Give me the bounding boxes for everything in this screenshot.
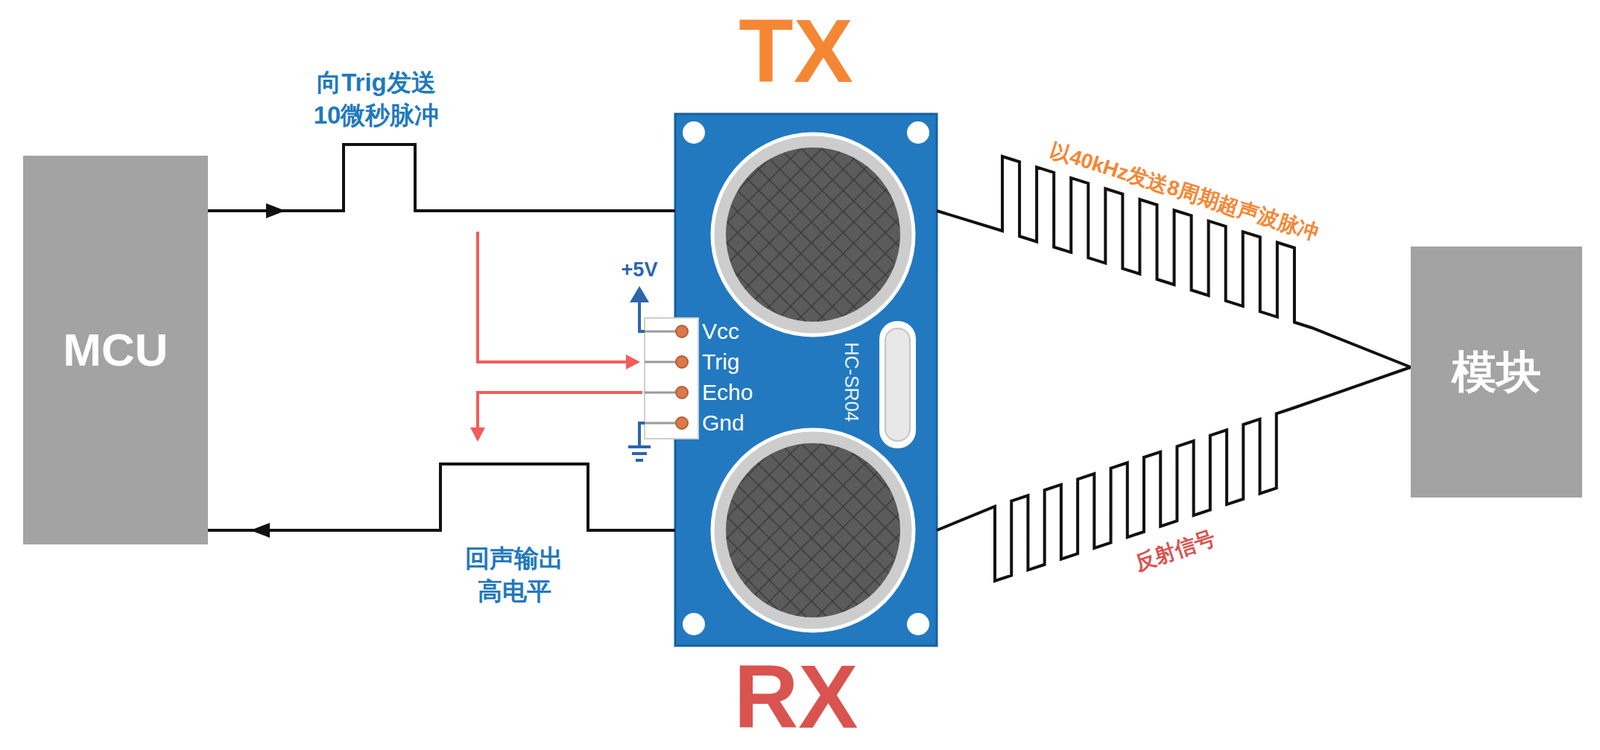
transmitter-label: TX <box>738 5 853 96</box>
pin-name: Echo <box>702 381 753 404</box>
edge-label: 以40kHz发送8周期超声波脉冲 <box>1047 139 1323 246</box>
transmitter-ring <box>712 134 914 336</box>
edge-label: 向Trig发送 10微秒脉冲 <box>313 66 440 133</box>
mcu-box: MCU <box>23 155 208 545</box>
mounting-hole <box>682 121 705 144</box>
box-title: MCU <box>62 322 168 378</box>
ground-bar <box>631 452 647 456</box>
trig-leader <box>477 231 629 363</box>
transmitter-mesh <box>725 147 901 322</box>
ground-bar <box>628 445 651 449</box>
mounting-hole <box>682 613 705 636</box>
reflected-signal <box>936 367 1411 582</box>
pin-name: Gnd <box>702 412 745 435</box>
ground-wire <box>639 423 645 448</box>
ground-bar <box>635 459 644 463</box>
pin-name: Trig <box>702 351 741 374</box>
crystal-body <box>885 328 910 442</box>
arrow-head <box>250 523 270 539</box>
echo-leader <box>477 392 643 430</box>
box-title: 模块 <box>1451 345 1542 400</box>
arrow-head <box>266 203 286 219</box>
edge-label: 反射信号 <box>1131 527 1218 576</box>
edge-label: 回声输出 高电平 <box>465 542 564 609</box>
receiver-ring <box>712 429 914 632</box>
board-marking: HC-SR04 <box>840 342 863 423</box>
pin-pad <box>675 325 688 338</box>
pin-header <box>644 318 699 439</box>
receiver-mesh <box>725 443 901 618</box>
pin-leads <box>644 331 682 424</box>
ground-symbol <box>628 447 651 461</box>
pin-pad <box>675 386 688 399</box>
receiver-label: RX <box>734 652 859 742</box>
circuit-board <box>675 114 937 647</box>
pin-pad <box>675 417 688 430</box>
echo-wire <box>207 464 676 531</box>
trig-leader-head <box>625 354 641 370</box>
pin-name: Vcc <box>702 320 740 343</box>
mounting-hole <box>906 121 930 144</box>
echo-leader-head <box>470 427 486 442</box>
crystal-oscillator <box>879 321 916 449</box>
power-arrow <box>629 286 650 303</box>
pin-pad <box>675 356 688 369</box>
trigger-wire <box>207 144 676 211</box>
target-box: 模块 <box>1410 246 1583 498</box>
sensor-board: HC-SR04 <box>675 114 937 647</box>
power-wire <box>639 301 645 332</box>
power-label: +5V <box>621 260 659 281</box>
pin-pads <box>675 325 688 430</box>
mounting-hole <box>906 613 930 636</box>
